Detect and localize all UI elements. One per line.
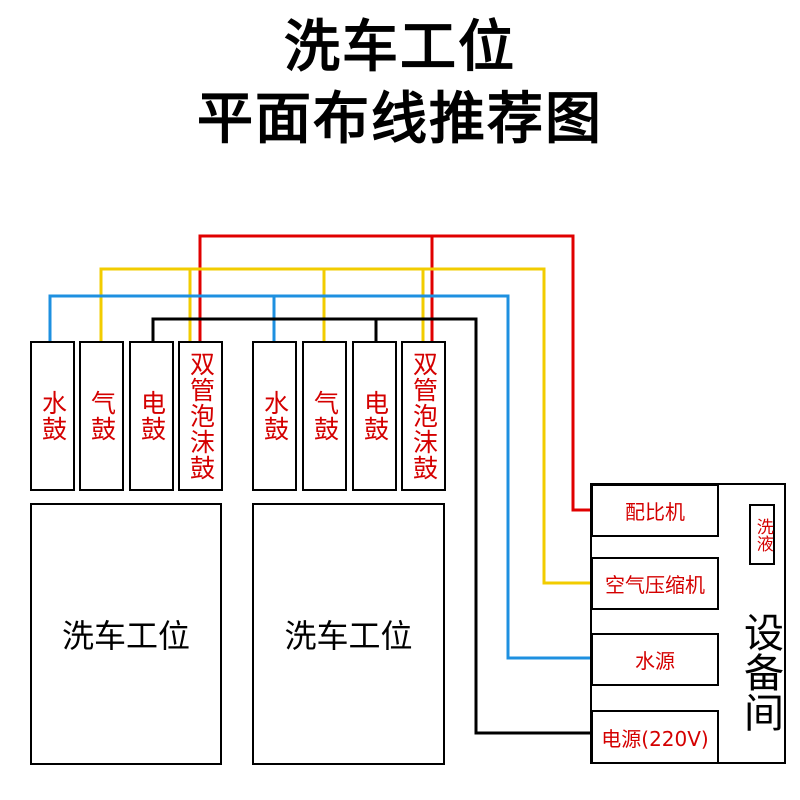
reel-label: 双管泡沫鼓 <box>186 351 216 481</box>
power-line <box>151 317 592 735</box>
proportioner-box: 配比机 <box>591 484 719 537</box>
equipment-label: 电源(220V) <box>601 726 709 751</box>
diagram-title-line2: 平面布线推荐图 <box>197 87 603 152</box>
reel-power-left: 电鼓 <box>129 341 174 491</box>
reel-label: 气鼓 <box>310 390 340 442</box>
air-line <box>99 267 592 585</box>
power-source-box: 电源(220V) <box>591 710 719 764</box>
reel-power-right: 电鼓 <box>352 341 397 491</box>
air-compressor-box: 空气压缩机 <box>591 557 719 610</box>
reel-label: 水鼓 <box>260 390 290 442</box>
reel-label: 电鼓 <box>137 390 167 442</box>
reel-label: 双管泡沫鼓 <box>409 351 439 481</box>
reel-air-left: 气鼓 <box>79 341 124 491</box>
reel-foam-right: 双管泡沫鼓 <box>401 341 446 491</box>
wash-bay-right: 洗车工位 <box>252 503 445 765</box>
equipment-label: 配比机 <box>625 500 685 524</box>
liquid-label: 洗液 <box>752 517 773 552</box>
equipment-label: 空气压缩机 <box>605 573 705 597</box>
reel-label: 气鼓 <box>87 390 117 442</box>
wash-bay-left: 洗车工位 <box>30 503 222 765</box>
reel-water-left: 水鼓 <box>30 341 75 491</box>
equipment-room-label: 设备间 <box>737 612 783 732</box>
wash-bay-label: 洗车工位 <box>284 617 413 655</box>
wash-liquid-box: 洗液 <box>749 504 775 565</box>
reel-air-right: 气鼓 <box>302 341 347 491</box>
equipment-label: 水源 <box>635 649 675 673</box>
wash-bay-label: 洗车工位 <box>61 617 190 655</box>
diagram-title-line1: 洗车工位 <box>284 15 516 80</box>
water-source-box: 水源 <box>591 633 719 686</box>
foam-line <box>198 234 592 512</box>
reel-label: 电鼓 <box>360 390 390 442</box>
reel-label: 水鼓 <box>38 390 68 442</box>
reel-water-right: 水鼓 <box>252 341 297 491</box>
water-line <box>48 294 592 660</box>
reel-foam-left: 双管泡沫鼓 <box>178 341 223 491</box>
